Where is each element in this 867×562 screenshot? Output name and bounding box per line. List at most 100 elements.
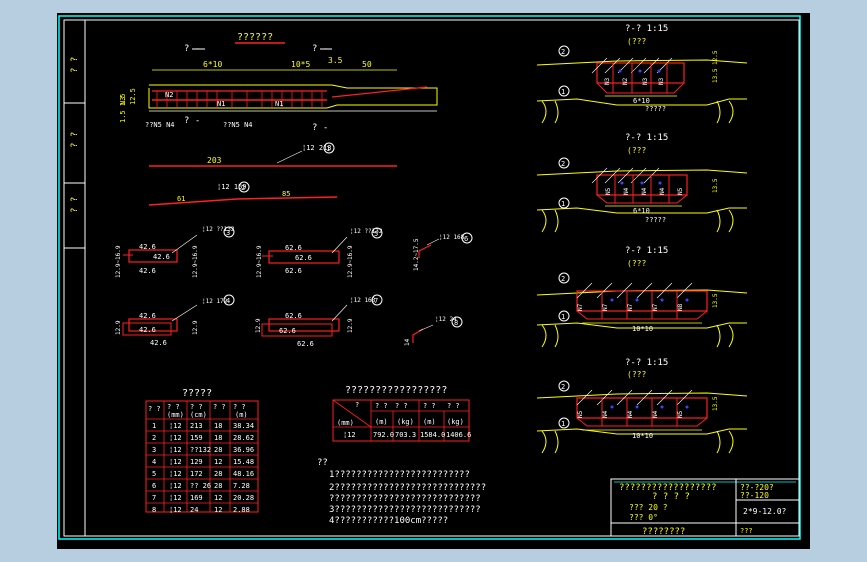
section1-sub: (???: [627, 37, 646, 46]
s2-dim: 6*10: [633, 207, 650, 215]
t1-cell: 3: [152, 446, 156, 454]
s3-tag-b: N7: [602, 303, 609, 311]
bar-tag-n1b: N1: [275, 100, 283, 108]
t1-cell: 169: [190, 494, 203, 502]
s2-mark1: 1: [561, 200, 565, 208]
section2-sub: (???: [627, 146, 646, 155]
side-panel: [63, 19, 86, 537]
note-3: ????????????????????????????: [329, 494, 481, 504]
bar4-dim-top: 42.6: [139, 312, 156, 320]
s4-dim: 10*10: [632, 432, 653, 440]
bar1-tag: ¦12 213: [302, 144, 332, 152]
bar4-side-left: 12.9: [115, 320, 122, 335]
t1-h1-3: ? ?: [213, 403, 226, 411]
s3-dim: 10*10: [632, 325, 653, 333]
s4-tag-a: N5: [577, 410, 584, 418]
bar7-dim-top: 62.6: [285, 312, 302, 320]
t1-cell: 2: [152, 434, 156, 442]
rebar-table: ????? ? ? ? ? ? ? ? ? ? ? (mm) (cm) (m) …: [145, 388, 259, 514]
t1-cell: 48.16: [233, 470, 254, 478]
s4-right: 13.5: [712, 396, 719, 411]
t2-h1-2: ? ?: [395, 402, 408, 410]
s3-mark1: 1: [561, 313, 565, 321]
bar7-num: 7: [374, 297, 378, 305]
t1-cell: 7: [152, 494, 156, 502]
section3-title: ?-? 1:15: [625, 246, 668, 256]
t2-h2-0: (mm): [337, 419, 354, 427]
note-1: 1?????????????????????????: [329, 470, 470, 480]
s4-mark1: 1: [561, 420, 565, 428]
bar3-side-right: 12.9~16.9: [192, 245, 199, 278]
s4-tag-c: N4: [627, 410, 634, 418]
section3-sub: (???: [627, 259, 646, 268]
t1-cell: ¦12: [169, 446, 182, 454]
left-dim-b: 12.5: [129, 88, 137, 105]
bar8-tag: ¦12 24: [435, 316, 457, 323]
bar5-side-left: 12.9~16.9: [256, 245, 263, 278]
s2-tag-c: N4: [641, 187, 648, 195]
s1-mark1: 1: [561, 88, 565, 96]
s3-right: 13.5: [712, 293, 719, 308]
t1-cell: 15.48: [233, 458, 254, 466]
tb-row3: ??? 20 ?: [629, 503, 668, 512]
bar-tag-n2: N2: [165, 91, 173, 99]
s1-tag-d: N3: [658, 77, 665, 85]
bar3-dim-mid: 42.6: [153, 253, 170, 261]
t1-cell: 18: [214, 422, 222, 430]
bar7-side-left: 12.9: [255, 318, 262, 333]
left-dim-a: 1.5 1.5: [119, 93, 127, 123]
bar6-side: 14.2~17.5: [413, 238, 420, 271]
s1-tag-a: N3: [604, 77, 611, 85]
t1-cell: 213: [190, 422, 203, 430]
bar6-tag: ¦12 168: [439, 234, 465, 241]
bar-tag-n1a: N1: [217, 100, 225, 108]
t2-h2-2: (kg): [397, 418, 414, 426]
bar8-num: 8: [454, 319, 458, 327]
t2-h1-4: ? ?: [447, 402, 460, 410]
bar2-dim-a: 61: [177, 195, 185, 203]
s1-right: 13.5 12.5: [712, 50, 719, 83]
dim-50: 50: [362, 60, 372, 69]
s2-tag-a: N5: [605, 187, 612, 195]
bar7-dim-mid: 62.6: [279, 327, 296, 335]
elevation-title: ??????: [237, 32, 273, 43]
t1-cell: 12: [214, 494, 222, 502]
s1-dim: 6*10: [633, 97, 650, 105]
bar4-num: 4: [226, 297, 230, 305]
bar4-dim-bot: 42.6: [150, 339, 167, 347]
t1-h2-1: (mm): [167, 411, 184, 419]
t2-r-4: 1406.6: [446, 431, 471, 439]
note-2: 2????????????????????????????: [329, 483, 486, 493]
t1-cell: ¦12: [169, 434, 182, 442]
section-1: ?-? 1:15 (??? N3 N2 N3 N3 2 1 6*10 ?????…: [536, 24, 748, 124]
s2-mark2: 2: [561, 160, 565, 168]
bar7-side-right: 12.9: [347, 318, 354, 333]
t1-cell: ¦12: [169, 494, 182, 502]
s3-tag-e: N8: [677, 303, 684, 311]
s2-tag-d: N4: [659, 187, 666, 195]
tb-right4: ???: [740, 527, 753, 535]
bar8-side: 14: [404, 338, 411, 346]
material-table: ????????????????? ? ? ? ? ? ? ? ? ? (mm)…: [332, 385, 471, 442]
tb-right3: 2*9-12.0?: [743, 507, 787, 516]
bar2-dim-b: 85: [282, 190, 290, 198]
t1-cell: ¦12: [169, 458, 182, 466]
tb-row1: ??????????????????: [619, 483, 717, 493]
t1-cell: 38.34: [233, 422, 254, 430]
tb-right1: ??-?20?: [740, 483, 774, 492]
s4-mark2: 2: [561, 383, 565, 391]
side-label-3: ? ?: [70, 197, 80, 213]
t1-cell: ¦12: [169, 470, 182, 478]
table2-title: ?????????????????: [345, 385, 447, 396]
title-block: ?????????????????? ? ? ? ? ??? 20 ? ??? …: [610, 478, 800, 537]
bar2-num: 2: [241, 184, 245, 192]
notes-heading: ??: [317, 458, 328, 468]
t2-r-1: 792.0: [373, 431, 394, 439]
t1-cell: 12: [214, 506, 222, 514]
t1-cell: ¦12: [169, 506, 182, 514]
t1-cell: 36.96: [233, 446, 254, 454]
t1-cell: 159: [190, 434, 203, 442]
section2-title: ?-? 1:15: [625, 133, 668, 143]
bottom-note-1: ??N5 N4: [145, 121, 175, 129]
section-mark-4: ? -: [312, 123, 328, 133]
